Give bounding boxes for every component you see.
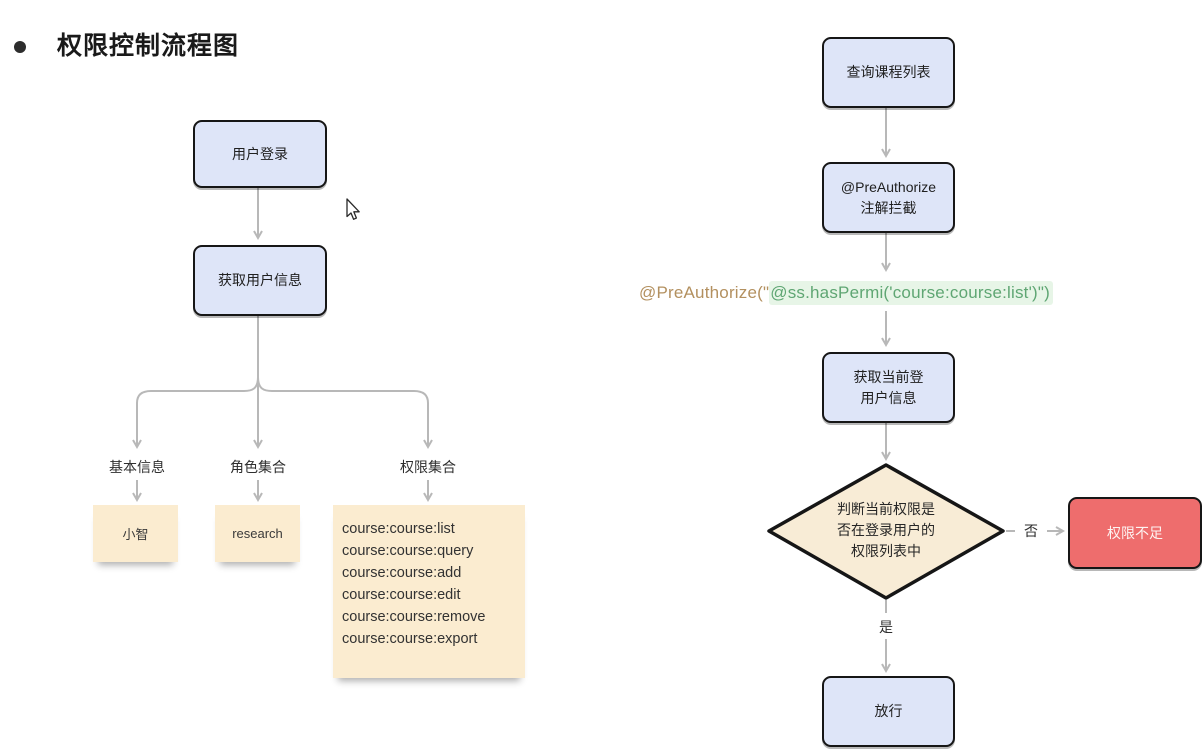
node-get-user-info[interactable]: 获取用户信息 xyxy=(193,245,327,316)
sticky-note-role-text: research xyxy=(232,526,283,541)
code-highlighted: @ss.hasPermi('course:course:list')") xyxy=(769,281,1053,305)
node-get-user-info-label: 获取用户信息 xyxy=(218,272,302,288)
permission-line: course:course:edit xyxy=(342,587,461,603)
decision-diamond[interactable] xyxy=(767,463,1005,600)
node-query-course-list-label: 查询课程列表 xyxy=(846,64,931,80)
node-preauthorize-line1: @PreAuthorize xyxy=(840,178,937,195)
node-permission-denied-label: 权限不足 xyxy=(1107,524,1163,541)
node-get-current-login[interactable]: 获取当前登 用户信息 xyxy=(822,352,955,423)
code-prefix: @PreAuthorize(" xyxy=(639,283,770,302)
page-title: 权限控制流程图 xyxy=(57,32,240,60)
node-query-course-list[interactable]: 查询课程列表 xyxy=(822,37,955,108)
node-allow[interactable]: 放行 xyxy=(822,676,955,747)
decision-text: 判断当前权限是 否在登录用户的 权限列表中 xyxy=(806,499,966,562)
node-user-login[interactable]: 用户登录 xyxy=(193,120,327,188)
sticky-note-username-text: 小智 xyxy=(122,527,149,542)
edge-branch-right xyxy=(257,376,433,450)
list-bullet-icon xyxy=(14,41,26,53)
node-get-current-login-line1: 获取当前登 xyxy=(853,368,924,385)
permission-line: course:course:query xyxy=(342,543,474,559)
node-user-login-label: 用户登录 xyxy=(232,145,288,162)
title-row: 权限控制流程图 xyxy=(14,26,239,62)
branch-label-permission-set: 权限集合 xyxy=(400,459,456,475)
branch-label-basic-info: 基本信息 xyxy=(109,459,165,475)
edge-branch-left xyxy=(132,376,259,450)
edge-label-yes: 是 xyxy=(877,617,895,637)
decision-line2: 否在登录用户的 xyxy=(837,522,935,538)
decision-line1: 判断当前权限是 xyxy=(837,501,935,517)
edge-label-no: 否 xyxy=(1022,521,1040,541)
preauthorize-code-text: @PreAuthorize("@ss.hasPermi('course:cour… xyxy=(639,281,1053,305)
permission-line: course:course:add xyxy=(342,565,462,581)
sticky-note-permissions[interactable]: course:course:list course:course:query c… xyxy=(333,505,525,678)
node-preauthorize-line2: 注解拦截 xyxy=(860,199,917,216)
sticky-note-username[interactable]: 小智 xyxy=(93,505,178,562)
permission-line: course:course:list xyxy=(342,521,455,537)
mouse-cursor xyxy=(346,198,360,220)
node-permission-denied[interactable]: 权限不足 xyxy=(1068,497,1202,569)
decision-line3: 权限列表中 xyxy=(851,543,921,559)
permission-line: course:course:export xyxy=(342,631,478,647)
sticky-note-role[interactable]: research xyxy=(215,505,300,562)
node-allow-label: 放行 xyxy=(874,703,903,719)
node-get-current-login-line2: 用户信息 xyxy=(860,389,917,406)
branch-label-role-set: 角色集合 xyxy=(230,459,286,475)
permission-line: course:course:remove xyxy=(342,609,486,625)
node-preauthorize-intercept[interactable]: @PreAuthorize 注解拦截 xyxy=(822,162,955,233)
